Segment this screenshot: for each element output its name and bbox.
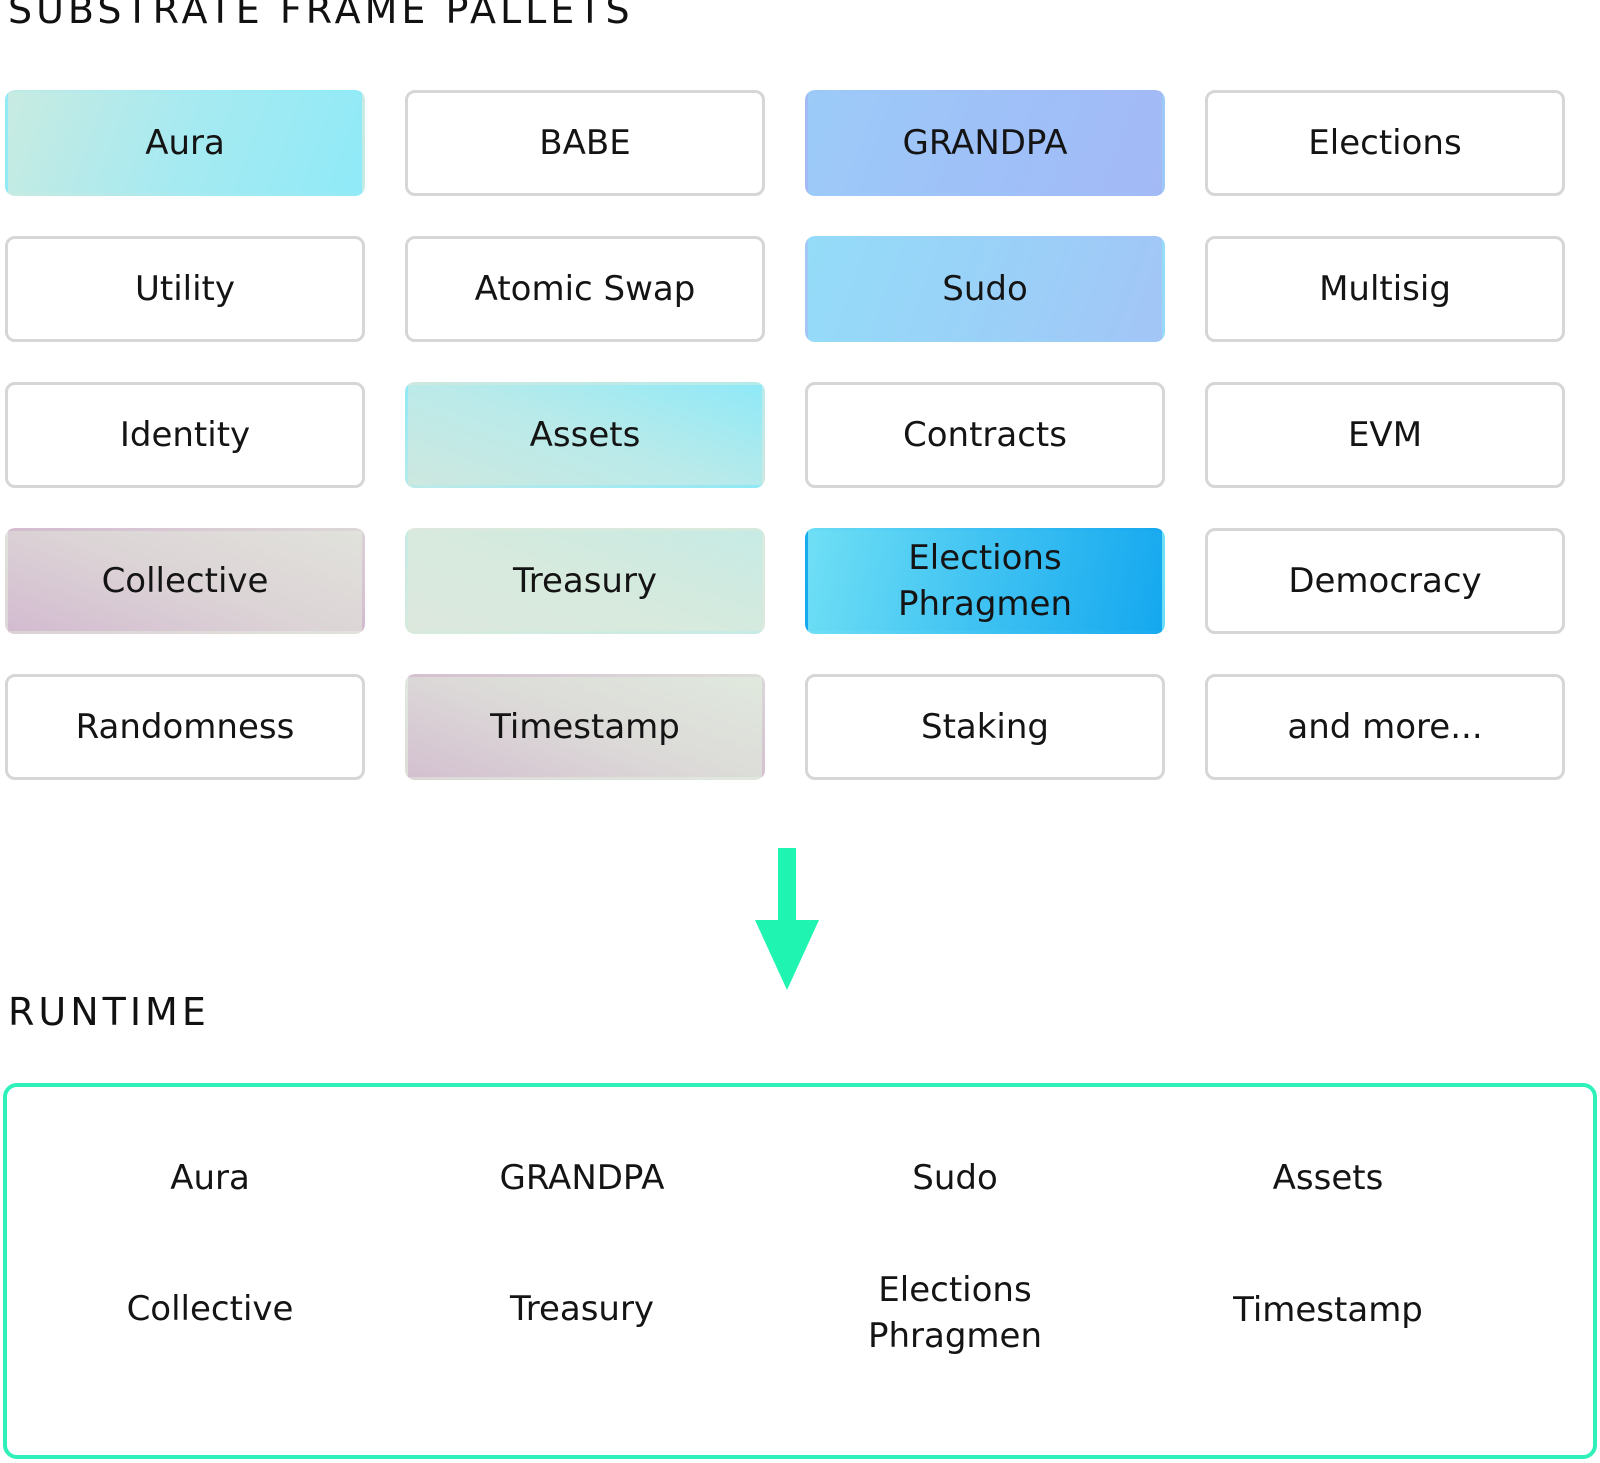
pallet-multisig[interactable]: Multisig bbox=[1205, 236, 1565, 342]
pallet-elections[interactable]: Elections bbox=[1205, 90, 1565, 196]
pallet-contracts[interactable]: Contracts bbox=[805, 382, 1165, 488]
pallet-staking[interactable]: Staking bbox=[805, 674, 1165, 780]
runtime-module-timestamp: Timestamp bbox=[1233, 1290, 1423, 1330]
runtime-heading: RUNTIME bbox=[8, 990, 210, 1034]
arrow-down-icon bbox=[755, 848, 819, 990]
pallet-assets[interactable]: Assets bbox=[405, 382, 765, 488]
pallet-democracy[interactable]: Democracy bbox=[1205, 528, 1565, 634]
pallet-sudo[interactable]: Sudo bbox=[805, 236, 1165, 342]
pallet-and-more[interactable]: and more... bbox=[1205, 674, 1565, 780]
pallet-collective[interactable]: Collective bbox=[5, 528, 365, 634]
runtime-module-sudo: Sudo bbox=[912, 1158, 998, 1198]
pallet-timestamp[interactable]: Timestamp bbox=[405, 674, 765, 780]
pallet-evm[interactable]: EVM bbox=[1205, 382, 1565, 488]
pallet-atomic-swap[interactable]: Atomic Swap bbox=[405, 236, 765, 342]
pallet-grandpa[interactable]: GRANDPA bbox=[805, 90, 1165, 196]
pallet-randomness[interactable]: Randomness bbox=[5, 674, 365, 780]
pallet-identity[interactable]: Identity bbox=[5, 382, 365, 488]
runtime-module-assets: Assets bbox=[1272, 1158, 1384, 1198]
pallet-elections-phragmen[interactable]: Elections Phragmen bbox=[805, 528, 1165, 634]
runtime-module-treasury: Treasury bbox=[509, 1289, 655, 1329]
pallet-aura[interactable]: Aura bbox=[5, 90, 365, 196]
runtime-module-grandpa: GRANDPA bbox=[499, 1158, 665, 1198]
pallets-heading: SUBSTRATE FRAME PALLETS bbox=[8, 0, 634, 32]
pallet-treasury[interactable]: Treasury bbox=[405, 528, 765, 634]
runtime-module-elections-phragmen: Elections Phragmen bbox=[867, 1270, 1043, 1356]
runtime-module-collective: Collective bbox=[126, 1289, 294, 1329]
runtime-module-aura: Aura bbox=[170, 1158, 250, 1198]
pallet-utility[interactable]: Utility bbox=[5, 236, 365, 342]
pallet-babe[interactable]: BABE bbox=[405, 90, 765, 196]
